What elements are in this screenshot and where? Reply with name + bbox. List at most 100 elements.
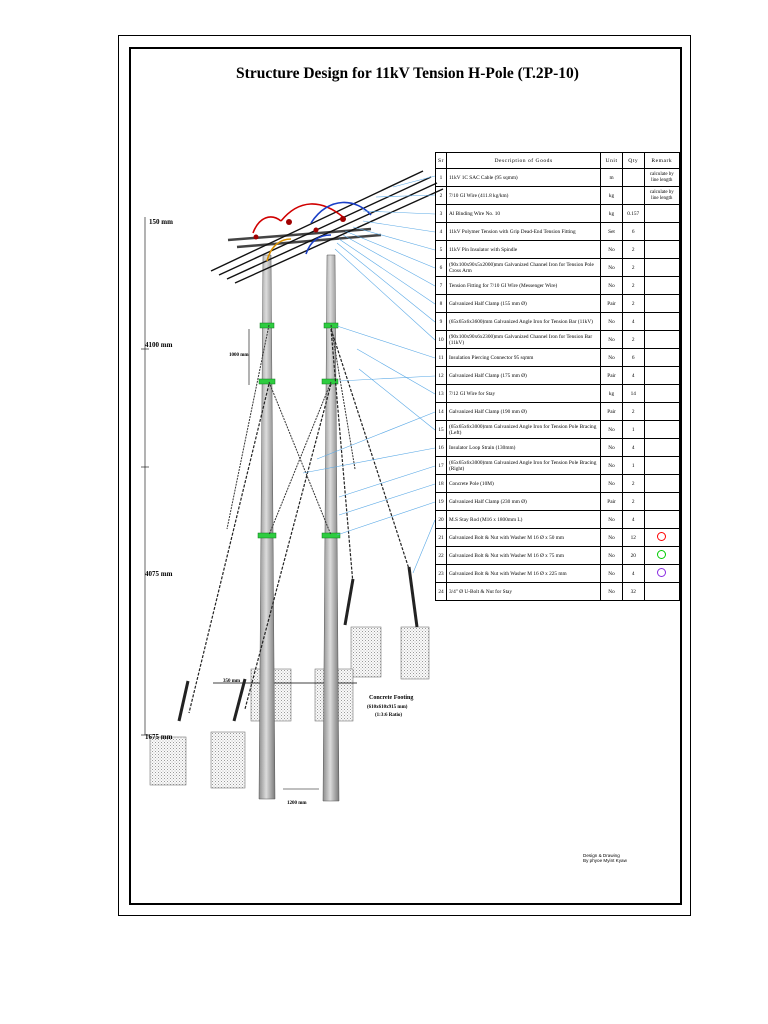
cell-qty: 4 [621,510,645,529]
cell-remark [643,528,681,547]
footing-label-2: (610x610x915 mm) [367,705,408,710]
cell-unit: No [600,348,623,367]
cell-unit: No [600,528,623,547]
cell-description: (65x65x6x3000)mm Galvanized Angle Iron f… [445,420,602,439]
bolt-color-marker-icon [657,531,667,541]
cell-sr: 24 [435,582,447,601]
cell-unit: kg [600,204,623,223]
cell-sr: 17 [435,456,447,475]
cell-unit: No [600,546,623,565]
cell-unit: No [600,240,623,259]
cell-remark: calculate by line length [643,186,681,205]
cell-sr: 8 [435,294,447,313]
cell-unit: Pair [600,366,623,385]
drawing-frame: Structure Design for 11kV Tension H-Pole… [129,47,682,905]
cell-description: Concrete Pole (10M) [445,474,602,493]
jumper-wires [252,201,372,262]
table-row: 17(65x65x6x3000)mm Galvanized Angle Iron… [435,456,681,475]
cell-description: Galvanized Half Clamp (175 mm Ø) [445,366,602,385]
cell-qty [621,186,645,205]
cell-description: 11kV Pin Insulator with Spindle [445,240,602,259]
cell-description: Tension Fitting for 7/10 GI Wire (Messen… [445,276,602,295]
cell-qty: 4 [621,438,645,457]
cell-sr: 21 [435,528,447,547]
cell-unit: kg [600,186,623,205]
cell-remark [643,240,681,259]
table-header-row: Sr Description of Goods Unit Qty Remark [435,152,681,169]
stay-wires [188,328,410,714]
cell-unit: Pair [600,492,623,511]
dim-4075: 4075 mm [145,570,173,578]
dim-1675: 1675 mm [145,733,173,741]
cell-qty: 1 [621,456,645,475]
bolt-color-marker-icon [657,549,667,559]
cell-sr: 7 [435,276,447,295]
cell-qty: 2 [621,276,645,295]
cell-description: M.S Stay Rod (M16 x 1800mm L) [445,510,602,529]
cell-description: 3/4" Ø U-Bolt & Nut for Stay [445,582,602,601]
cell-description: Galvanized Bolt & Nut with Washer M 16 Ø… [445,564,602,583]
cell-remark [643,510,681,529]
cell-qty [621,168,645,187]
cell-unit: No [600,312,623,331]
dim-4100: 4100 mm [145,341,173,349]
header-qty: Qty [621,152,645,169]
cell-sr: 3 [435,204,447,223]
cell-description: Insulation Piercing Connector 95 sqmm [445,348,602,367]
cell-qty: 2 [621,402,645,421]
cell-sr: 4 [435,222,447,241]
cell-sr: 23 [435,564,447,583]
footing-label-1: Concrete Footing [369,695,413,701]
cell-unit: No [600,276,623,295]
cell-qty: 4 [621,312,645,331]
cell-description: Galvanized Half Clamp (155 mm Ø) [445,294,602,313]
cell-remark [643,420,681,439]
cell-sr: 1 [435,168,447,187]
cell-description: (90x100x90x5x2000)mm Galvanized Channel … [445,258,602,277]
cell-sr: 11 [435,348,447,367]
table-row: 9(65x65x6x3600)mm Galvanized Angle Iron … [435,312,681,331]
cell-unit: No [600,420,623,439]
table-row: 6(90x100x90x5x2000)mm Galvanized Channel… [435,258,681,277]
cell-description: Galvanized Half Clamp (230 mm Ø) [445,492,602,511]
cell-qty: 2 [621,258,645,277]
cell-remark [643,546,681,565]
bolt-color-marker-icon [657,567,667,577]
dim-1000: 1000 mm [229,353,249,358]
cell-remark [643,204,681,223]
cell-remark [643,384,681,403]
cell-remark [643,276,681,295]
cell-remark [643,312,681,331]
header-description: Description of Goods [445,152,602,169]
cell-sr: 5 [435,240,447,259]
cell-description: (65x65x6x3000)mm Galvanized Angle Iron f… [445,456,602,475]
drawing-title: Structure Design for 11kV Tension H-Pole… [236,65,579,82]
cell-remark [643,492,681,511]
insulators [253,216,346,240]
cell-description: Insulator Loop Strain (130mm) [445,438,602,457]
cell-qty: 4 [621,564,645,583]
cell-sr: 14 [435,402,447,421]
cell-unit: No [600,582,623,601]
cell-sr: 19 [435,492,447,511]
table-row: 15(65x65x6x3000)mm Galvanized Angle Iron… [435,420,681,439]
cell-unit: No [600,564,623,583]
goods-table: Sr Description of Goods Unit Qty Remark … [435,152,681,601]
cell-sr: 9 [435,312,447,331]
cell-unit: No [600,258,623,277]
cell-description: 11kV 1C SAC Cable (95 sqmm) [445,168,602,187]
cell-remark [643,564,681,583]
cell-unit: Pair [600,402,623,421]
cell-qty: 32 [621,582,645,601]
stay-rods [177,566,419,722]
cell-description: (90x100x90x6x2300)mm Galvanized Channel … [445,330,602,349]
cell-description: Al Binding Wire No. 10 [445,204,602,223]
cell-qty: 12 [621,528,645,547]
